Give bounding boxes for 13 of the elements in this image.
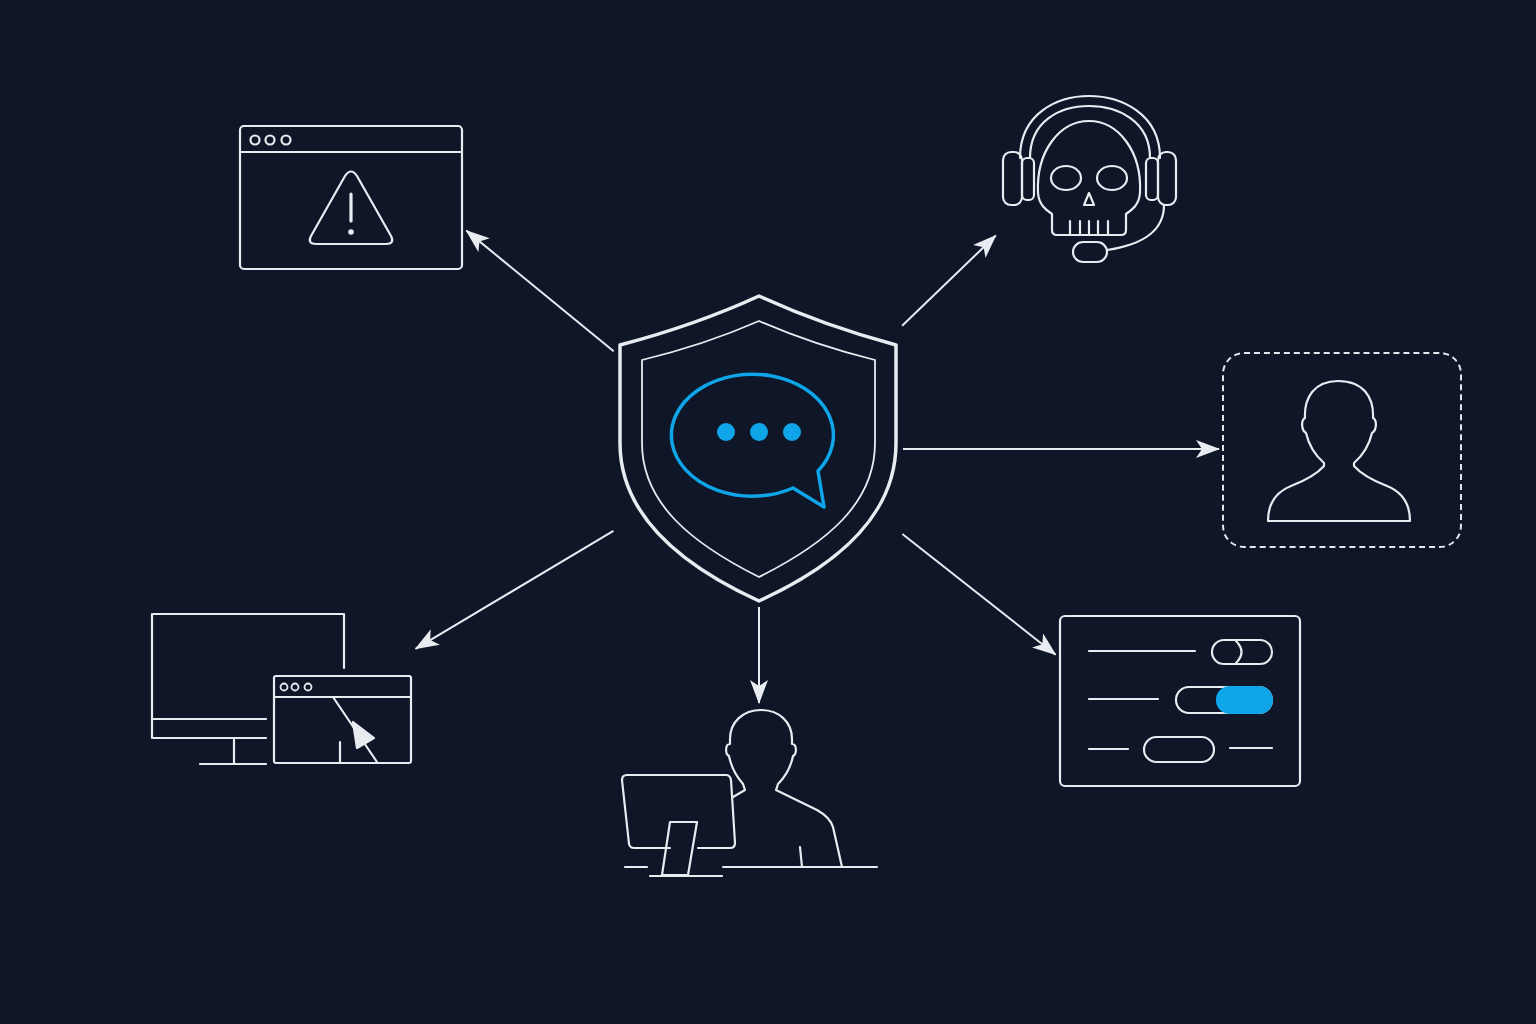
arrow [901, 234, 997, 327]
arrow [750, 606, 768, 704]
toggle-panel-icon [1058, 614, 1302, 788]
arrow [465, 229, 615, 353]
browser-warning-icon [238, 124, 464, 271]
monitor-window-icon [148, 610, 413, 768]
arrow [901, 533, 1057, 656]
shield-chat-icon [616, 293, 900, 604]
arrow [902, 440, 1220, 458]
dashed-frame [1222, 352, 1462, 548]
arrow [414, 529, 615, 650]
person-at-computer-icon [618, 706, 880, 880]
person-icon [1264, 378, 1414, 525]
